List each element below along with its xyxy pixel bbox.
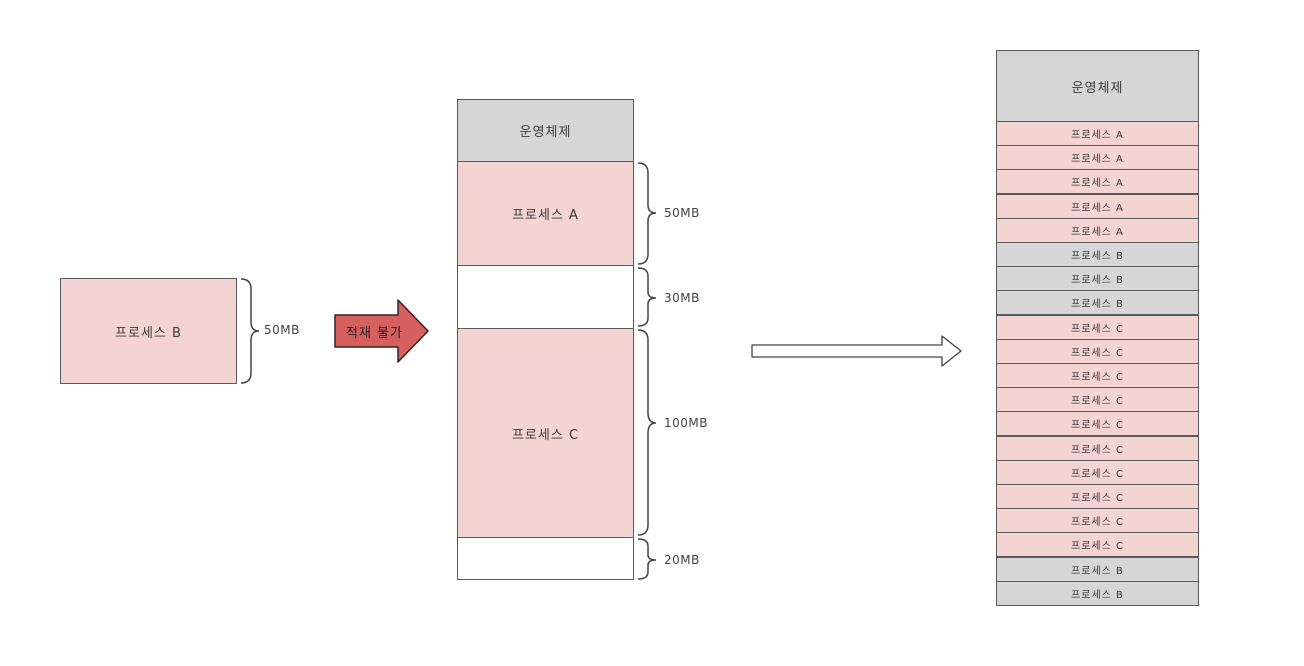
memory-free-30-block: [457, 265, 634, 329]
transition-arrow: [751, 335, 962, 367]
compacted-segment: 프로세스 A: [996, 193, 1199, 219]
compacted-os-label: 운영체제: [1071, 80, 1124, 96]
size-label-process-c: 100MB: [664, 416, 708, 430]
brace-process-c: [637, 329, 657, 536]
incoming-process-label: 프로세스 B: [115, 325, 182, 341]
compacted-segment: 프로세스 B: [996, 580, 1199, 606]
compacted-segment: 프로세스 C: [996, 508, 1199, 534]
compacted-segment: 프로세스 A: [996, 121, 1199, 146]
incoming-size-label: 50MB: [264, 323, 300, 337]
brace-free-30: [637, 267, 657, 327]
compacted-segment: 프로세스 C: [996, 532, 1199, 558]
size-label-process-a: 50MB: [664, 206, 700, 220]
compacted-segment: 프로세스 C: [996, 435, 1199, 461]
compacted-segment: 프로세스 C: [996, 484, 1199, 509]
size-label-free-20: 20MB: [664, 553, 700, 567]
compacted-segment: 프로세스 C: [996, 363, 1199, 388]
compacted-segment: 프로세스 A: [996, 145, 1199, 171]
fail-arrow-label: 적재 불가: [346, 326, 403, 341]
memory-process-c-label: 프로세스 C: [511, 427, 580, 443]
compacted-segment: 프로세스 C: [996, 338, 1199, 364]
memory-os-block: 운영체제: [457, 99, 634, 162]
compacted-segment: 프로세스 A: [996, 169, 1199, 195]
memory-os-label: 운영체제: [519, 125, 572, 140]
brace-free-20: [637, 538, 657, 580]
memory-free-20-block: [457, 537, 634, 580]
compacted-segment: 프로세스 B: [996, 242, 1199, 267]
brace-process-a: [637, 162, 657, 265]
compacted-segment: 프로세스 C: [996, 459, 1199, 485]
compacted-segment: 프로세스 C: [996, 387, 1199, 413]
compacted-segment: 프로세스 B: [996, 556, 1199, 582]
compacted-segment: 프로세스 C: [996, 411, 1199, 437]
memory-process-c-block: 프로세스 C: [457, 328, 634, 538]
fail-arrow-shape: [334, 299, 429, 363]
compacted-segment: 프로세스 B: [996, 290, 1199, 316]
brace-incoming: [240, 278, 260, 384]
size-label-free-30: 30MB: [664, 291, 700, 305]
incoming-process-block: 프로세스 B: [60, 278, 237, 384]
compacted-segment: 프로세스 A: [996, 217, 1199, 243]
memory-process-a-label: 프로세스 A: [512, 208, 579, 223]
compacted-os-block: 운영체제: [996, 50, 1199, 122]
memory-process-a-block: 프로세스 A: [457, 161, 634, 266]
compacted-segment: 프로세스 B: [996, 266, 1199, 292]
compacted-segment: 프로세스 C: [996, 314, 1199, 340]
